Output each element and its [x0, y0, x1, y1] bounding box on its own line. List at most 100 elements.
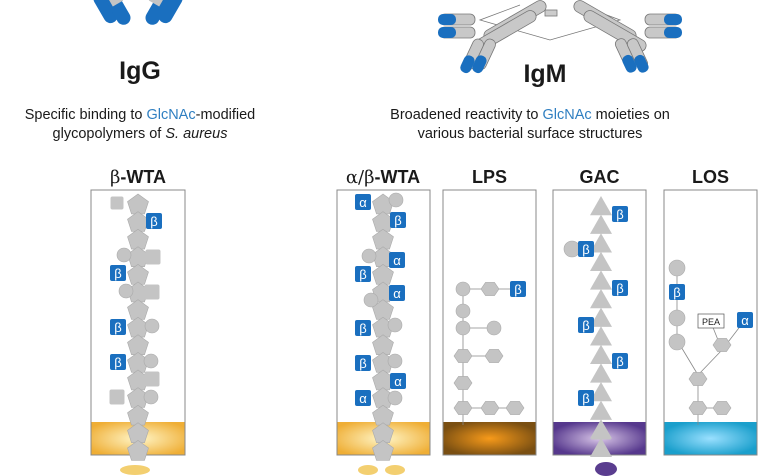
circle-glycan	[668, 259, 686, 277]
igg-antibody-icon	[93, 0, 183, 25]
hexagon-glycan	[484, 349, 504, 363]
cutoff-shape	[385, 465, 405, 475]
pentagon-glycan	[127, 193, 149, 215]
circle-glycan	[455, 303, 471, 319]
hexagon-glycan	[453, 349, 473, 363]
beta-label: β	[114, 320, 121, 335]
pea-label: PEA	[702, 317, 720, 327]
hexagon-glycan	[712, 338, 732, 352]
square-glycan	[145, 249, 161, 265]
circle-glycan	[363, 292, 379, 308]
beta-label: β	[359, 321, 366, 336]
beta-label: β	[582, 242, 589, 257]
linkage-badge	[578, 241, 594, 257]
cutoff-shape	[595, 462, 617, 476]
pentagon-glycan	[127, 299, 149, 320]
beta-label: β	[359, 356, 366, 371]
igm-desc-text: various bacterial surface structures	[417, 126, 643, 142]
igm-antibody-icon	[438, 0, 682, 74]
pea-box	[697, 313, 725, 329]
circle-glycan	[143, 389, 159, 405]
panel-title-lps: LPS	[471, 167, 507, 187]
igm-description: Broadened reactivity to GlcNAc moieties …	[370, 106, 690, 144]
species-name: S. aureus	[165, 126, 228, 142]
greek-prefix: α/β	[345, 167, 375, 188]
alpha-label: α	[359, 195, 367, 210]
circle-glycan	[143, 353, 159, 369]
greek-prefix: β	[109, 167, 121, 188]
linkage-badge	[355, 194, 371, 210]
square-glycan	[109, 389, 125, 405]
triangle-glycan	[591, 422, 611, 440]
triangle-glycan	[590, 196, 612, 216]
triangle-glycan	[590, 382, 612, 402]
pentagon-glycan	[127, 264, 149, 285]
circle-glycan	[361, 248, 377, 264]
pentagon-glycan	[372, 440, 394, 461]
linkage-badge	[612, 280, 628, 296]
panel-title-beta-wta: β-WTA	[91, 167, 185, 188]
pentagon-glycan	[127, 334, 149, 356]
hexagon-glycan	[688, 372, 708, 386]
linkage-badge	[389, 252, 405, 268]
pentagon-glycan	[127, 211, 149, 232]
pentagon-glycan	[127, 404, 149, 426]
hexagon-glycan	[453, 376, 473, 390]
igm-title: IgM	[523, 60, 567, 88]
circle-glycan	[486, 320, 502, 336]
linkage-badge	[110, 354, 126, 370]
antibody-graphics	[93, 0, 682, 74]
beta-label: β	[582, 391, 589, 406]
circle-glycan	[668, 333, 686, 351]
membrane-base	[664, 422, 757, 455]
circle-glycan	[388, 192, 404, 208]
circle-glycan	[387, 390, 403, 406]
circle-glycan	[118, 283, 134, 299]
panel-title-los: LOS	[691, 167, 729, 187]
circle-glycan	[563, 240, 581, 258]
beta-label: β	[114, 266, 121, 281]
cutoff-shape	[358, 465, 378, 475]
panel-name: -WTA	[374, 167, 421, 187]
pentagon-glycan	[127, 228, 149, 250]
square-glycan	[144, 284, 160, 300]
beta-label: β	[616, 354, 623, 369]
linkage-badge	[510, 281, 526, 297]
alpha-label: α	[394, 374, 402, 389]
glcnac-highlight: GlcNAc	[542, 107, 592, 123]
linkage-badge	[737, 312, 753, 328]
igg-description: Specific binding to GlcNAc-modified glyc…	[0, 106, 280, 144]
linkage-badge	[355, 390, 371, 406]
circle-glycan	[455, 320, 471, 336]
beta-label: β	[150, 214, 157, 229]
panel-frame	[663, 189, 758, 456]
linkage-badge	[355, 266, 371, 282]
linkage-badge	[110, 319, 126, 335]
hexagon-glycan	[688, 401, 708, 415]
pentagon-glycan	[127, 440, 149, 461]
linkage-badge	[612, 206, 628, 222]
circle-glycan	[668, 309, 686, 327]
square-glycan	[110, 196, 124, 210]
triangle-glycan	[590, 251, 612, 272]
triangle-glycan	[590, 289, 612, 309]
igg-desc-text: -modified	[195, 107, 256, 123]
hexagon-glycan	[712, 401, 732, 415]
panel-frame	[442, 189, 537, 456]
beta-label: β	[616, 281, 623, 296]
triangle-glycan	[590, 307, 612, 327]
membrane-base	[443, 422, 536, 455]
circle-glycan	[387, 317, 403, 333]
triangle-glycan	[590, 214, 612, 234]
beta-label: β	[114, 355, 121, 370]
triangle-glycan	[590, 270, 612, 290]
beta-label: β	[394, 213, 401, 228]
linkage-badge	[578, 390, 594, 406]
triangle-glycan	[590, 344, 612, 365]
beta-label: β	[673, 285, 680, 300]
igg-desc-text: glycopolymers of	[52, 126, 166, 142]
igm-desc-text: moieties on	[591, 107, 670, 123]
hexagon-glycan	[480, 282, 500, 296]
beta-label: β	[359, 267, 366, 282]
